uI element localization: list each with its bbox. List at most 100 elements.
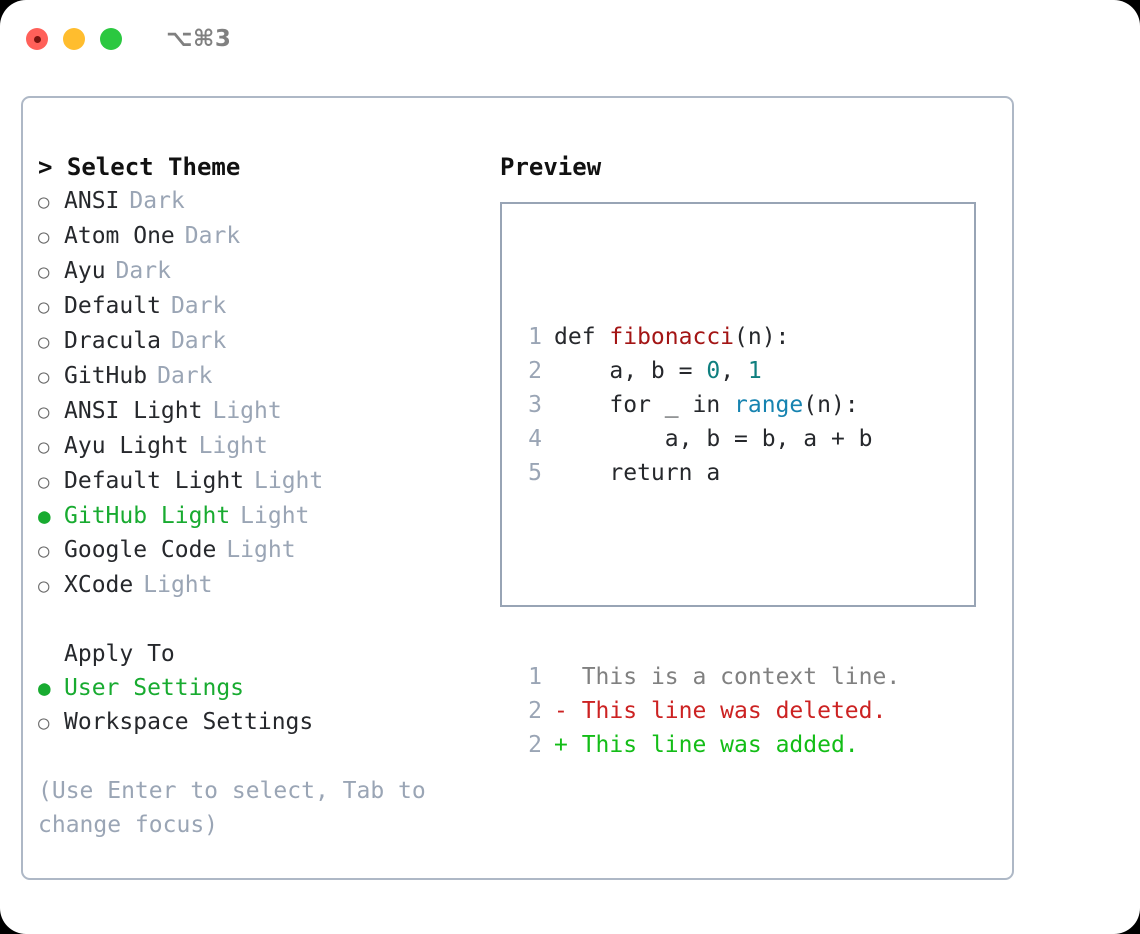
diff-line: 2+ This line was added. bbox=[516, 728, 900, 762]
code-line-content: for _ in range(n): bbox=[554, 388, 858, 422]
theme-list-item[interactable]: ○ Dracula Dark bbox=[38, 324, 498, 359]
code-token-plain: a, b = b, a + b bbox=[554, 426, 873, 452]
theme-name: Atom One bbox=[64, 223, 175, 249]
theme-variant-tag: Light bbox=[254, 468, 324, 494]
code-line: 4 a, b = b, a + b bbox=[516, 422, 900, 456]
code-line: 5 return a bbox=[516, 456, 900, 490]
code-token-plain: , bbox=[720, 358, 748, 384]
code-token-plain: for _ in bbox=[554, 392, 735, 418]
radio-empty-icon[interactable]: ○ bbox=[38, 471, 50, 493]
theme-name: Ayu Light bbox=[64, 433, 189, 459]
radio-empty-icon[interactable]: ○ bbox=[38, 331, 50, 353]
apply-to-option[interactable]: ● User Settings bbox=[38, 671, 498, 705]
code-token-fn: fibonacci bbox=[609, 324, 735, 350]
theme-list-item[interactable]: ○ Ayu Light Light bbox=[38, 429, 498, 464]
maximize-button[interactable] bbox=[100, 28, 122, 50]
minimize-button[interactable] bbox=[63, 28, 85, 50]
code-line: 3 for _ in range(n): bbox=[516, 388, 900, 422]
line-number: 5 bbox=[528, 460, 542, 486]
line-number: 2 bbox=[528, 358, 542, 384]
radio-selected-icon[interactable]: ● bbox=[38, 504, 51, 528]
diff-gap bbox=[516, 558, 900, 592]
code-token-builtin: range bbox=[734, 392, 804, 418]
line-number: 1 bbox=[528, 324, 542, 350]
theme-name: ANSI bbox=[64, 188, 120, 214]
radio-empty-icon[interactable]: ○ bbox=[38, 575, 50, 597]
theme-variant-tag: Dark bbox=[170, 293, 227, 319]
code-token-plain: (n): bbox=[734, 324, 790, 350]
keyboard-shortcut-label: ⌥⌘3 bbox=[166, 26, 232, 52]
radio-empty-icon[interactable]: ○ bbox=[38, 191, 50, 213]
radio-empty-icon[interactable]: ○ bbox=[38, 226, 50, 248]
apply-to-list[interactable]: ● User Settings ○ Workspace Settings bbox=[38, 671, 498, 740]
apply-to-label: Workspace Settings bbox=[64, 709, 314, 735]
radio-selected-icon[interactable]: ● bbox=[38, 676, 51, 700]
diff-marker: - bbox=[554, 698, 568, 724]
line-number: 2 bbox=[528, 732, 542, 758]
theme-name: ANSI Light bbox=[64, 398, 203, 424]
code-token-plain: return a bbox=[554, 460, 721, 486]
theme-name: GitHub bbox=[64, 363, 148, 389]
radio-empty-icon[interactable]: ○ bbox=[38, 261, 50, 283]
theme-variant-tag: Dark bbox=[170, 328, 227, 354]
theme-list-item[interactable]: ○ ANSI Light Light bbox=[38, 394, 498, 429]
theme-name: Dracula bbox=[64, 328, 161, 354]
theme-name: Ayu bbox=[64, 258, 106, 284]
theme-variant-tag: Dark bbox=[129, 188, 185, 214]
preview-title: Preview bbox=[500, 153, 602, 181]
radio-empty-icon[interactable]: ○ bbox=[38, 401, 50, 423]
theme-name: Default bbox=[64, 293, 161, 319]
theme-list-item[interactable]: ○ Default Light Light bbox=[38, 464, 498, 499]
code-line: 2 a, b = 0, 1 bbox=[516, 354, 900, 388]
apply-to-option[interactable]: ○ Workspace Settings bbox=[38, 705, 498, 740]
close-button[interactable] bbox=[26, 28, 48, 50]
radio-empty-icon[interactable]: ○ bbox=[38, 712, 50, 734]
code-line-content: def fibonacci(n): bbox=[554, 320, 789, 354]
diff-text: This line was deleted. bbox=[567, 698, 887, 724]
theme-name: Google Code bbox=[64, 537, 217, 563]
theme-variant-tag: Light bbox=[198, 433, 268, 459]
apply-to-header: Apply To bbox=[64, 641, 175, 667]
code-line-content: a, b = b, a + b bbox=[554, 422, 873, 456]
diff-lines: 1 This is a context line. 2- This line wa… bbox=[516, 660, 900, 762]
code-token-num: 0 bbox=[706, 358, 721, 384]
code-token-plain: a, b = bbox=[554, 358, 707, 384]
code-token-plain: def bbox=[554, 324, 610, 350]
theme-list-item[interactable]: ○ ANSI Dark bbox=[38, 184, 498, 219]
theme-variant-tag: Light bbox=[143, 572, 213, 598]
code-line-content: return a bbox=[554, 456, 720, 490]
theme-name: Default Light bbox=[64, 468, 245, 494]
line-number: 3 bbox=[528, 392, 542, 418]
theme-list-item[interactable]: ○ Ayu Dark bbox=[38, 254, 498, 289]
radio-empty-icon[interactable]: ○ bbox=[38, 540, 50, 562]
apply-to-label: User Settings bbox=[64, 675, 245, 701]
radio-empty-icon[interactable]: ○ bbox=[38, 436, 50, 458]
select-theme-header: > Select Theme bbox=[38, 153, 241, 181]
keyboard-hint: (Use Enter to select, Tab to change focu… bbox=[38, 778, 440, 838]
code-line-content: a, b = 0, 1 bbox=[554, 354, 761, 388]
diff-text: This is a context line. bbox=[567, 664, 901, 690]
theme-variant-tag: Dark bbox=[115, 258, 171, 284]
theme-variant-tag: Dark bbox=[184, 223, 241, 249]
theme-variant-tag: Light bbox=[212, 398, 282, 424]
radio-empty-icon[interactable]: ○ bbox=[38, 366, 50, 388]
theme-variant-tag: Light bbox=[240, 503, 310, 529]
radio-empty-icon[interactable]: ○ bbox=[38, 296, 50, 318]
diff-line: 2- This line was deleted. bbox=[516, 694, 900, 728]
theme-list-item[interactable]: ○ Atom One Dark bbox=[38, 219, 498, 254]
theme-list-item[interactable]: ○ Default Dark bbox=[38, 289, 498, 324]
window-controls bbox=[26, 28, 122, 50]
list-spacer bbox=[38, 603, 498, 637]
line-number: 4 bbox=[528, 426, 542, 452]
line-number: 1 bbox=[528, 664, 542, 690]
theme-list-item[interactable]: ○ Google Code Light bbox=[38, 533, 498, 568]
theme-variant-tag: Light bbox=[226, 537, 296, 563]
